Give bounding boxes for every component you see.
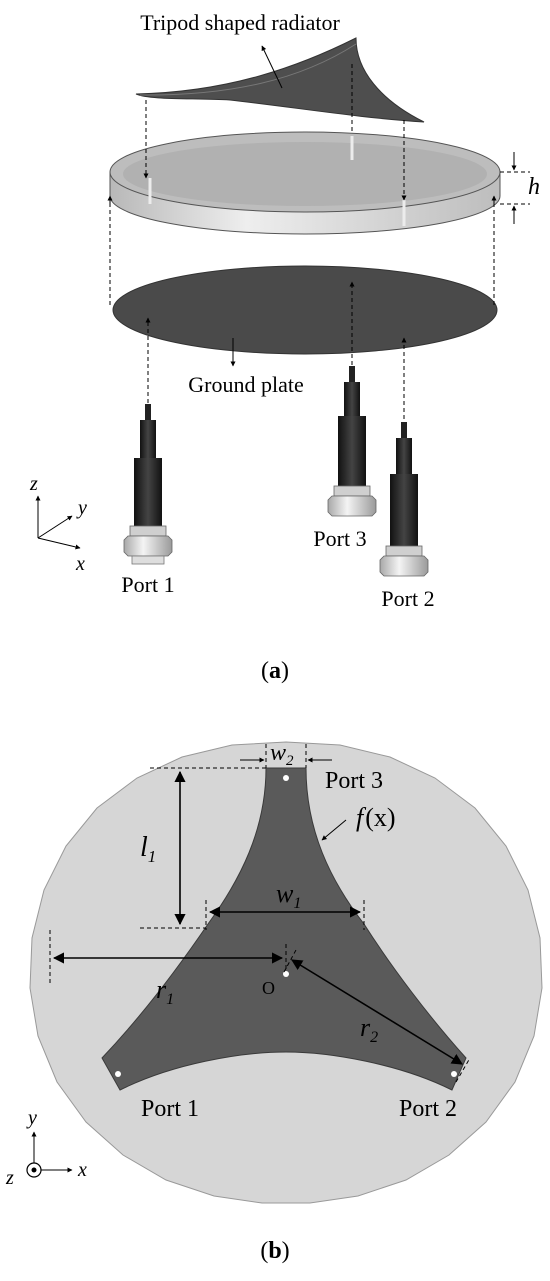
- svg-text:r1: r1: [156, 975, 174, 1008]
- origin-label: O: [262, 978, 275, 998]
- connector-port2: [379, 422, 429, 577]
- panel-a: Tripod shaped radiator h Ground plate: [29, 10, 540, 684]
- substrate-disk: [109, 131, 501, 235]
- caption-b: (b): [260, 1238, 289, 1264]
- axis-y-label: y: [76, 497, 87, 519]
- assembly-guides: [107, 64, 497, 426]
- ground-plate: [112, 265, 498, 355]
- dim-w2: w2: [240, 740, 332, 769]
- height-dimension: h: [500, 152, 540, 224]
- panel-b-port2-label: Port 2: [399, 1096, 457, 1122]
- axis-z-label: z: [29, 473, 38, 495]
- radiator-leader-arrow: [261, 45, 283, 89]
- panel-a-port3-label: Port 3: [313, 526, 366, 551]
- svg-text:w2: w2: [270, 740, 294, 769]
- axis-y-label-b: y: [26, 1107, 37, 1129]
- tripod-radiator-3d: [135, 37, 425, 123]
- dim-r2: r2: [283, 949, 471, 1083]
- feed-point-center: [283, 971, 289, 977]
- panel-b-port1-label: Port 1: [141, 1096, 199, 1122]
- panel-a-port2-label: Port 2: [381, 586, 434, 611]
- caption-a: (a): [261, 658, 289, 684]
- connector-port1: [123, 404, 173, 565]
- svg-text:w1: w1: [276, 879, 301, 912]
- svg-text:f(x): f(x): [356, 803, 396, 832]
- connector-port3: [327, 366, 377, 517]
- svg-text:r2: r2: [360, 1013, 378, 1046]
- dim-w1: w1: [205, 879, 365, 930]
- feed-point-port3: [283, 775, 289, 781]
- axes-2d-icon: y z x: [5, 1107, 87, 1189]
- svg-text:l1: l1: [140, 832, 156, 866]
- feed-point-port2: [451, 1071, 457, 1077]
- curve-fx-callout: f(x): [321, 803, 396, 841]
- radiator-label: Tripod shaped radiator: [140, 10, 340, 35]
- height-symbol: h: [528, 174, 540, 200]
- dim-l1: l1: [140, 767, 266, 929]
- ground-label: Ground plate: [188, 372, 303, 397]
- radiator-highlight: [139, 43, 357, 96]
- axis-z-label-b: z: [5, 1167, 14, 1189]
- axis-x-label: x: [75, 553, 85, 575]
- panel-b-port3-label: Port 3: [325, 768, 383, 794]
- axes-3d-icon: z y x: [29, 473, 87, 575]
- feed-point-port1: [115, 1071, 121, 1077]
- dim-r1: r1: [49, 930, 287, 1008]
- panel-a-port1-label: Port 1: [121, 572, 174, 597]
- panel-b: w2 l1 w1 r1 O r2: [5, 740, 543, 1264]
- axis-x-label-b: x: [77, 1159, 87, 1181]
